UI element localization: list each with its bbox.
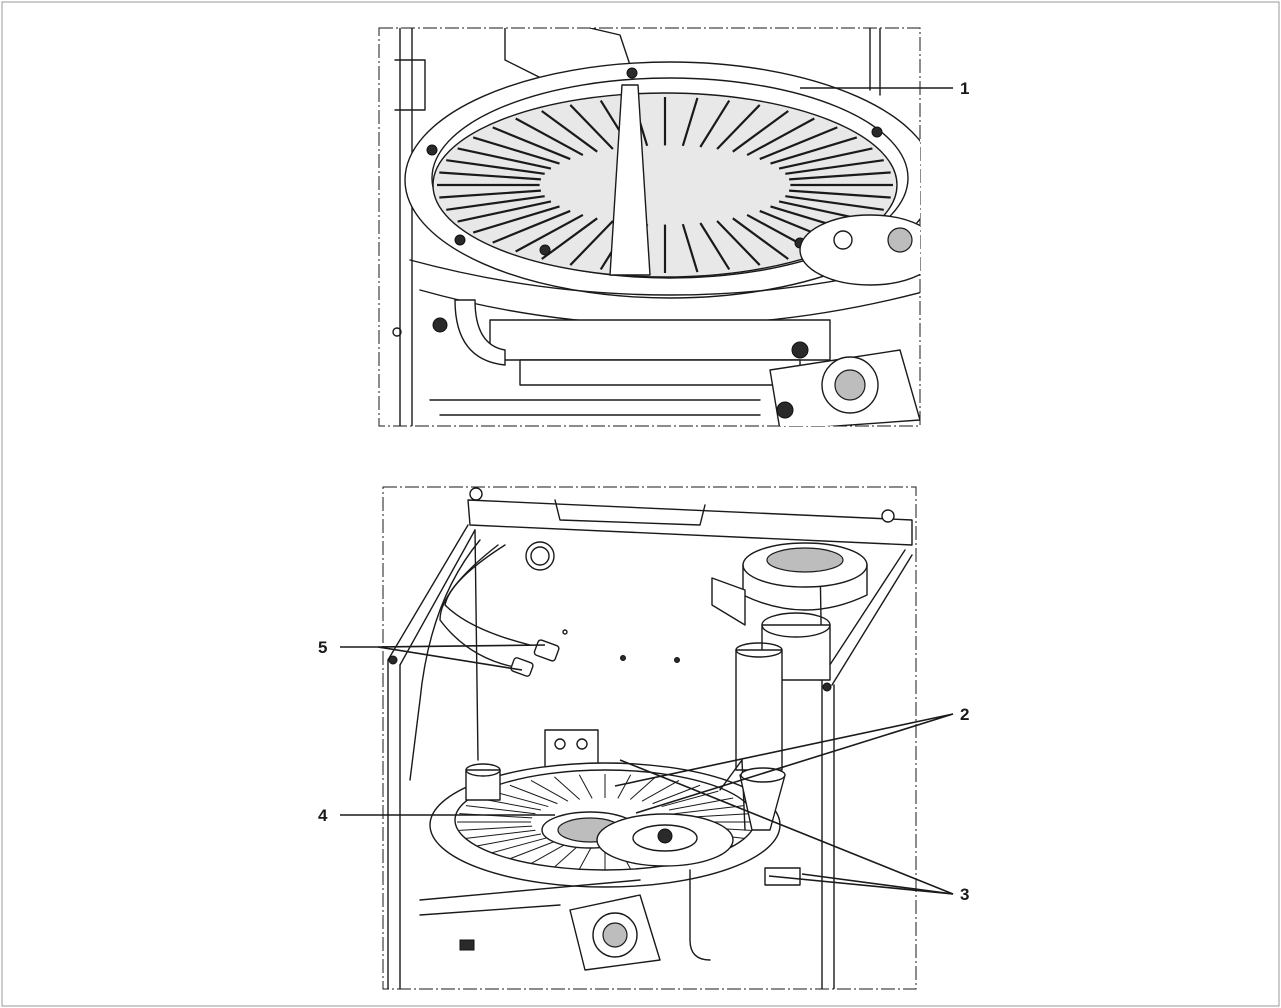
fin [457, 147, 552, 170]
fin [770, 136, 858, 165]
fin [732, 110, 789, 153]
exchanger-fins [437, 97, 893, 273]
spoke [617, 774, 632, 799]
fin [746, 117, 815, 157]
fin [541, 110, 598, 153]
spoke [509, 839, 558, 860]
leader-5 [340, 644, 546, 648]
spoke [491, 836, 549, 854]
fin [446, 159, 545, 175]
fin [681, 223, 699, 273]
flange-bolts [426, 67, 883, 256]
bottom-view-boiler [382, 486, 917, 990]
callout-label-2: 2 [960, 705, 969, 724]
spoke [668, 797, 734, 811]
spoke [554, 776, 581, 800]
spoke [476, 833, 542, 847]
fin [716, 104, 761, 150]
spoke [629, 776, 656, 800]
fin [439, 171, 541, 181]
spoke [509, 784, 558, 805]
fin [716, 220, 761, 266]
spoke [641, 779, 680, 802]
spoke [530, 779, 569, 802]
fin [472, 136, 560, 165]
top-view-heat-exchanger [378, 27, 921, 427]
callout-label-1: 1 [960, 79, 969, 98]
callout-label-5: 5 [318, 638, 327, 657]
spoke [578, 845, 593, 870]
fin [789, 171, 891, 181]
fin [681, 97, 699, 147]
fin [699, 99, 731, 148]
spoke [554, 844, 581, 868]
callout-leaders [340, 87, 954, 895]
callout-label-3: 3 [960, 885, 969, 904]
fin [759, 126, 838, 161]
fin [541, 217, 598, 260]
fin [785, 195, 884, 211]
spoke [578, 774, 593, 799]
fin [472, 205, 560, 234]
callout-label-4: 4 [318, 806, 328, 825]
spoke [465, 829, 536, 839]
spoke [459, 825, 533, 831]
spoke [674, 805, 745, 815]
fin [439, 189, 541, 199]
fin [446, 195, 545, 211]
fin [515, 117, 584, 157]
connector-a [533, 639, 560, 662]
leader-2 [614, 713, 954, 814]
fin [785, 159, 884, 175]
connector-b [510, 657, 534, 677]
fin [569, 220, 614, 266]
fin [515, 213, 584, 253]
spoke [491, 790, 549, 808]
fin [569, 104, 614, 150]
fin [732, 217, 789, 260]
fin [789, 189, 891, 199]
bottom-view-frame [382, 486, 917, 990]
fin [699, 222, 731, 271]
fin [778, 147, 873, 170]
leader-3b [801, 873, 954, 895]
spoke [530, 842, 569, 865]
fin [492, 126, 571, 161]
fin [492, 209, 571, 244]
spoke [465, 805, 536, 815]
fin [457, 200, 552, 223]
spoke [661, 790, 719, 808]
leader-5b [377, 646, 523, 671]
